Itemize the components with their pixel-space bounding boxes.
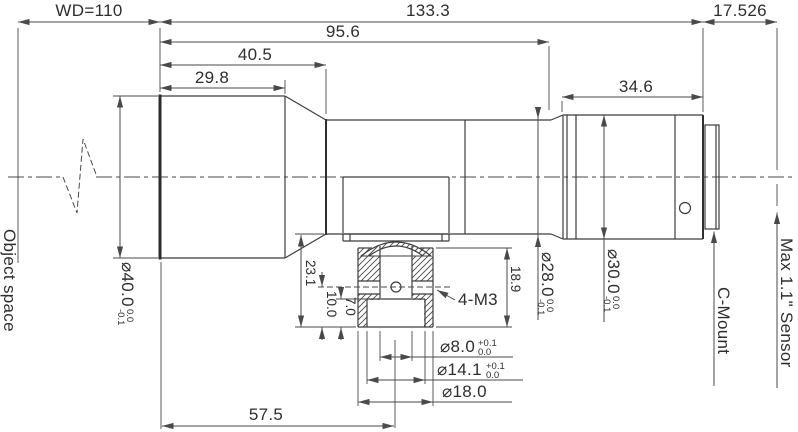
front-barrel-outline [158, 94, 327, 260]
dim-step-dia-tol-bottom: 0.0 [486, 370, 499, 381]
dim-step-dia-tol-top: +0.1 [486, 361, 505, 372]
dim-hole-to-base: 10.0 [318, 272, 339, 340]
callout-c-mount: C-Mount [710, 231, 733, 386]
callout-object-space: Object space [0, 229, 19, 332]
dim-body-length-label: 95.6 [326, 22, 360, 41]
dim-step-dia-label: ⌀14.1 [437, 360, 482, 379]
dim-bore-diameter: ⌀8.0 +0.1 0.0 [379, 331, 513, 361]
dim-mid-dia-label: ⌀28.0 [538, 252, 557, 297]
dim-rear-dia-label: ⌀30.0 [604, 249, 623, 294]
c-mount-ring-outline [704, 124, 720, 230]
dim-front-section: 40.5 [160, 45, 327, 114]
dim-mount-block-height: 18.9 [436, 247, 523, 328]
dim-front-barrel-label: 29.8 [195, 68, 229, 87]
dim-rear-diameter: ⌀30.0 0.0 -0.1 [600, 115, 623, 322]
dim-rear-barrel-label: 34.6 [619, 77, 653, 96]
dim-mount-offset-label: 57.5 [249, 405, 283, 424]
dim-rear-dia-tol-bottom: -0.1 [601, 296, 612, 312]
dim-front-diameter: ⌀40.0 0.0 -0.1 [113, 95, 158, 325]
dim-mid-dia-tol-bottom: -0.1 [535, 299, 546, 315]
callout-4m3: 4-M3 [436, 289, 498, 309]
mount-block-section [318, 241, 452, 428]
callout-object-space-label: Object space [0, 229, 19, 332]
dim-mount-overall-height: 23.1 [295, 233, 356, 328]
dim-total-length: 133.3 [159, 1, 704, 112]
dim-mid-dia-tol-top: 0.0 [544, 299, 555, 312]
dim-rear-barrel: 34.6 [561, 77, 703, 112]
dim-mount-block-height-label: 18.9 [508, 266, 523, 292]
dim-total-label: 133.3 [406, 1, 450, 20]
callout-4m3-label: 4-M3 [458, 290, 498, 309]
dim-mid-diameter: ⌀28.0 0.0 -0.1 [534, 107, 557, 320]
dim-mount-outer-dia-label: ⌀18.0 [442, 382, 487, 401]
callout-sensor-label: Max 1.1" Sensor [777, 238, 796, 368]
dim-front-dia-label: ⌀40.0 [118, 262, 137, 307]
dim-front-section-label: 40.5 [238, 45, 272, 64]
rear-barrel-outline [562, 114, 704, 240]
dim-front-dia-tol-top: 0.0 [124, 309, 135, 322]
callout-c-mount-label: C-Mount [714, 287, 733, 354]
mount-housing-outline [342, 176, 450, 242]
dim-working-distance: WD=110 [18, 1, 160, 26]
dim-step-depth: 7.0 [336, 287, 367, 340]
dim-step-depth-label: 7.0 [343, 297, 358, 316]
dim-bore-dia-tol-top: +0.1 [478, 338, 497, 349]
set-screw-hole [678, 201, 692, 215]
dim-hole-to-base-label: 10.0 [324, 291, 339, 317]
dim-ffd-label: 17.526 [713, 1, 767, 20]
axis-break-symbol [62, 138, 98, 214]
lens-dome-inner [367, 245, 425, 257]
dim-body-length: 95.6 [160, 22, 550, 110]
dim-mount-outer-diameter: ⌀18.0 [357, 331, 512, 406]
dim-step-diameter: ⌀14.1 +0.1 0.0 [366, 331, 523, 384]
dim-mount-offset: 57.5 [160, 262, 394, 430]
dim-mount-height-label: 23.1 [303, 260, 318, 286]
dim-front-dia-tol-bottom: -0.1 [115, 309, 126, 325]
dim-bore-dia-label: ⌀8.0 [440, 337, 475, 356]
callout-sensor: Max 1.1" Sensor [773, 212, 796, 388]
dim-front-barrel: 29.8 [160, 68, 286, 94]
dim-bore-dia-tol-bottom: 0.0 [478, 347, 491, 358]
dim-wd-label: WD=110 [55, 1, 122, 20]
dim-flange-focal-distance: 17.526 [703, 1, 778, 206]
dim-rear-dia-tol-top: 0.0 [610, 296, 621, 309]
